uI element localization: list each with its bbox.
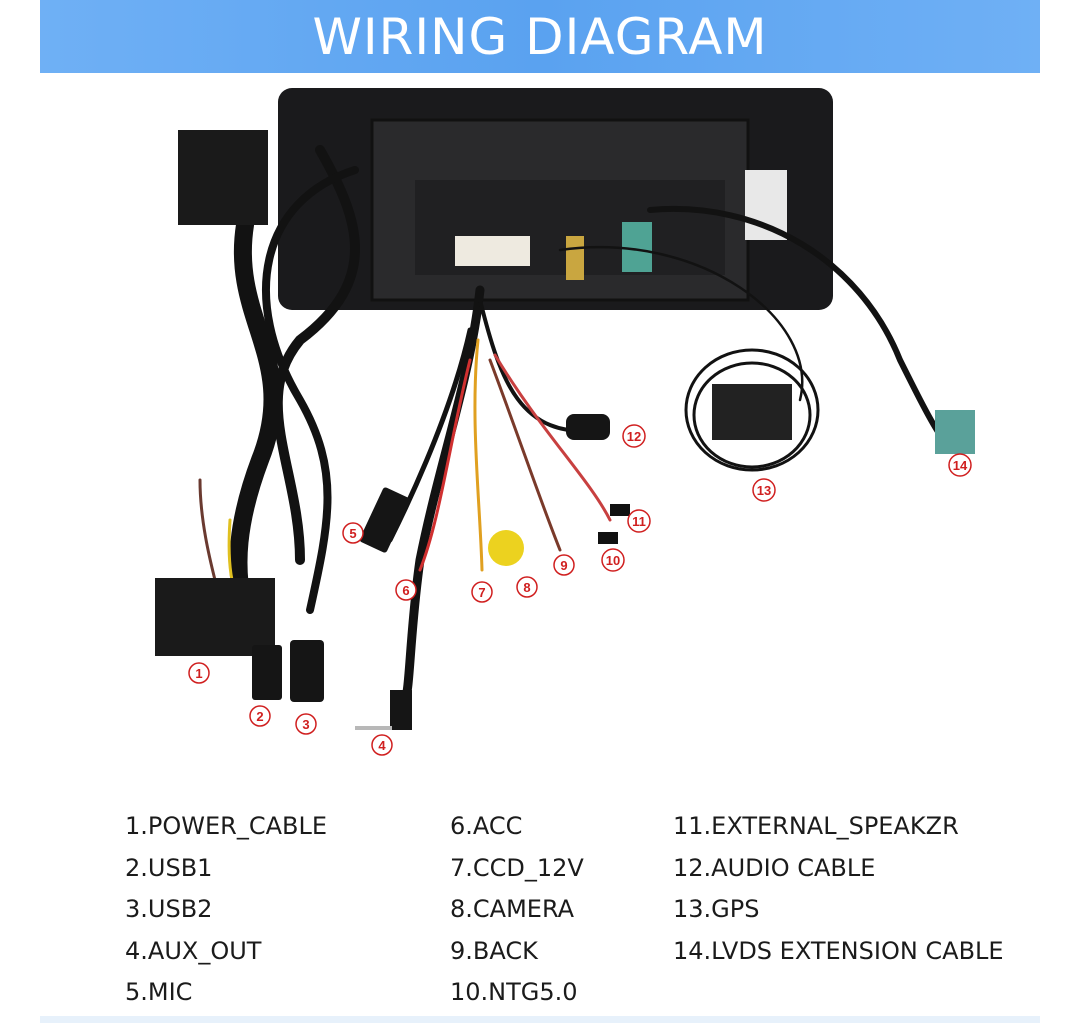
gps-antenna — [712, 384, 792, 440]
svg-text:6: 6 — [402, 583, 409, 598]
legend-item: 8.CAMERA — [450, 895, 575, 923]
callout-3: 3 — [295, 713, 317, 735]
colored-wires — [198, 338, 612, 582]
ntg-connector — [598, 532, 618, 544]
svg-text:8: 8 — [523, 580, 530, 595]
callout-14: 14 — [948, 453, 972, 477]
callout-2: 2 — [249, 705, 271, 727]
wiring-photo: 1 2 3 4 5 6 7 8 9 10 11 12 13 14 — [155, 88, 975, 756]
audio-cable-plug — [566, 414, 610, 440]
legend-item: 12.AUDIO CABLE — [673, 853, 876, 882]
svg-text:2: 2 — [256, 709, 263, 724]
legend-column-3: 11.EXTERNAL_SPEAKZR 12.AUDIO CABLE 13.GP… — [673, 806, 1004, 972]
svg-text:10: 10 — [606, 553, 620, 568]
callout-11: 11 — [627, 509, 651, 533]
callout-labels: 1 2 3 4 5 6 7 8 9 10 11 12 13 14 — [188, 424, 972, 756]
callout-9: 9 — [553, 554, 575, 576]
legend-item: 1.POWER_CABLE — [125, 812, 328, 840]
aux-out-jack — [390, 690, 412, 730]
legend-item: 10.NTG5.0 — [450, 978, 578, 1006]
power-harness-plug — [178, 130, 268, 225]
lvds-socket — [622, 222, 652, 272]
callout-4: 4 — [371, 734, 393, 756]
svg-text:9: 9 — [560, 558, 567, 573]
speaker-connector — [610, 504, 630, 516]
legend-item: 4.AUX_OUT — [125, 936, 262, 965]
head-unit — [278, 88, 833, 310]
lvds-plug — [935, 410, 975, 454]
callout-12: 12 — [622, 424, 646, 448]
svg-text:7: 7 — [478, 585, 485, 600]
svg-text:13: 13 — [757, 483, 771, 498]
connectors — [155, 130, 975, 730]
cable-harness — [229, 145, 958, 705]
legend-item: 3.USB2 — [125, 895, 213, 923]
svg-text:4: 4 — [378, 738, 386, 753]
callout-5: 5 — [342, 522, 364, 544]
callout-1: 1 — [188, 662, 210, 684]
legend-item: 5.MIC — [125, 978, 193, 1006]
page-title: WIRING DIAGRAM — [312, 7, 768, 66]
callout-10: 10 — [601, 548, 625, 572]
legend: 1.POWER_CABLE 2.USB1 3.USB2 4.AUX_OUT 5.… — [0, 806, 1080, 1011]
legend-item: 14.LVDS EXTENSION CABLE — [673, 936, 1004, 965]
callout-6: 6 — [395, 579, 417, 601]
callout-13: 13 — [752, 478, 776, 502]
usb2-connector — [290, 640, 324, 702]
callout-8: 8 — [516, 576, 538, 598]
power-cable-plug — [155, 578, 275, 656]
bottom-strip — [40, 1016, 1040, 1023]
power-socket — [455, 236, 530, 266]
svg-text:1: 1 — [195, 666, 202, 681]
legend-item: 9.BACK — [450, 936, 538, 965]
legend-column-2: 6.ACC 7.CCD_12V 8.CAMERA 9.BACK 10.NTG5.… — [450, 806, 584, 1014]
legend-column-1: 1.POWER_CABLE 2.USB1 3.USB2 4.AUX_OUT 5.… — [125, 806, 327, 1014]
svg-text:5: 5 — [349, 526, 356, 541]
svg-text:3: 3 — [302, 717, 309, 732]
svg-text:12: 12 — [627, 429, 641, 444]
antenna-connector — [566, 236, 584, 280]
camera-rca — [488, 530, 524, 566]
legend-item: 13.GPS — [673, 895, 760, 923]
mic-jack — [359, 487, 411, 553]
svg-text:11: 11 — [632, 514, 646, 529]
usb1-connector — [252, 645, 282, 700]
title-banner: WIRING DIAGRAM — [40, 0, 1040, 73]
legend-item: 6.ACC — [450, 812, 523, 840]
svg-text:14: 14 — [953, 458, 968, 473]
legend-item: 11.EXTERNAL_SPEAKZR — [673, 812, 959, 840]
callout-7: 7 — [471, 581, 493, 603]
legend-item: 2.USB1 — [125, 853, 213, 882]
legend-item: 7.CCD_12V — [450, 853, 584, 882]
